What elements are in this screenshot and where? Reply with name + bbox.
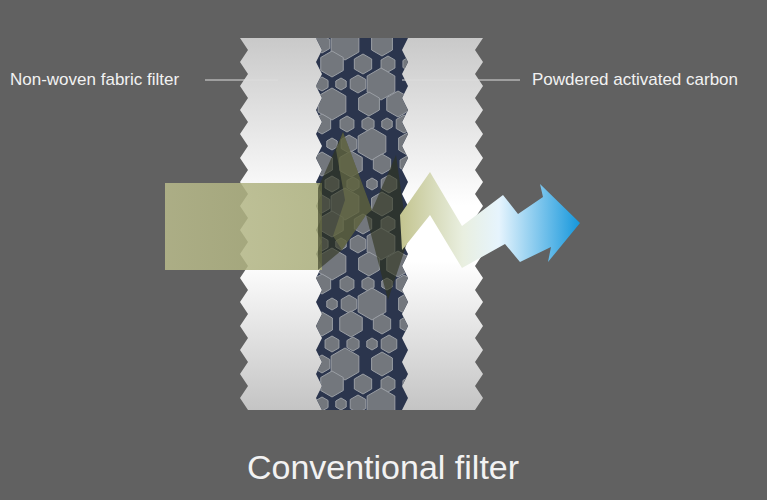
carbon-grain xyxy=(396,275,412,293)
leader-line xyxy=(205,80,278,81)
carbon-grain xyxy=(327,138,337,150)
carbon-grain xyxy=(382,118,392,130)
carbon-grain xyxy=(336,78,346,90)
carbon-grain xyxy=(354,54,371,74)
carbon-grain xyxy=(350,395,366,413)
carbon-grain xyxy=(347,337,359,351)
carbon-grain xyxy=(316,77,328,91)
leader-line xyxy=(402,80,520,81)
carbon-grain xyxy=(340,116,354,132)
diagram-title: Conventional filter xyxy=(247,448,519,487)
carbon-grain xyxy=(341,295,357,313)
carbon-grain xyxy=(313,114,330,134)
carbon-grain xyxy=(354,374,371,394)
carbon-grain xyxy=(373,314,390,334)
carbon-grain xyxy=(367,388,395,420)
carbon-grain xyxy=(314,35,330,53)
carbon-grain xyxy=(340,311,363,337)
carbon-grain xyxy=(325,336,339,352)
carbon-grain xyxy=(321,371,344,397)
part-label: Non-woven fabric filter xyxy=(10,70,179,90)
carbon-grain xyxy=(399,132,420,156)
flow-zigzag-face xyxy=(333,132,372,250)
carbon-grain xyxy=(316,397,328,411)
carbon-grain xyxy=(399,292,420,316)
carbon-grain xyxy=(350,235,366,253)
carbon-grain xyxy=(327,298,337,310)
carbon-grain xyxy=(400,156,414,172)
carbon-grain xyxy=(400,316,414,332)
carbon-grain xyxy=(381,335,397,353)
carbon-grain xyxy=(403,377,415,391)
carbon-grain xyxy=(321,51,344,77)
flow-band xyxy=(165,183,322,270)
flow-zigzag xyxy=(318,132,408,300)
carbon-grain xyxy=(367,338,377,350)
carbon-grain xyxy=(396,115,412,133)
carbon-grain xyxy=(359,252,380,276)
carbon-grain xyxy=(313,274,330,294)
carbon-grain xyxy=(403,57,415,71)
flow-bolt-arrow xyxy=(400,172,580,268)
part-label: Powdered activated carbon xyxy=(532,70,738,90)
carbon-grain xyxy=(340,276,354,292)
carbon-grain xyxy=(372,352,393,376)
carbon-grain xyxy=(387,91,410,117)
carbon-grain xyxy=(367,178,377,190)
carbon-grain xyxy=(350,75,366,93)
carbon-grain xyxy=(373,154,390,174)
carbon-grain xyxy=(372,32,393,56)
carbon-grain xyxy=(359,92,380,116)
carbon-grain xyxy=(312,312,333,336)
carbon-grain xyxy=(336,398,346,410)
carbon-grain xyxy=(314,355,330,373)
